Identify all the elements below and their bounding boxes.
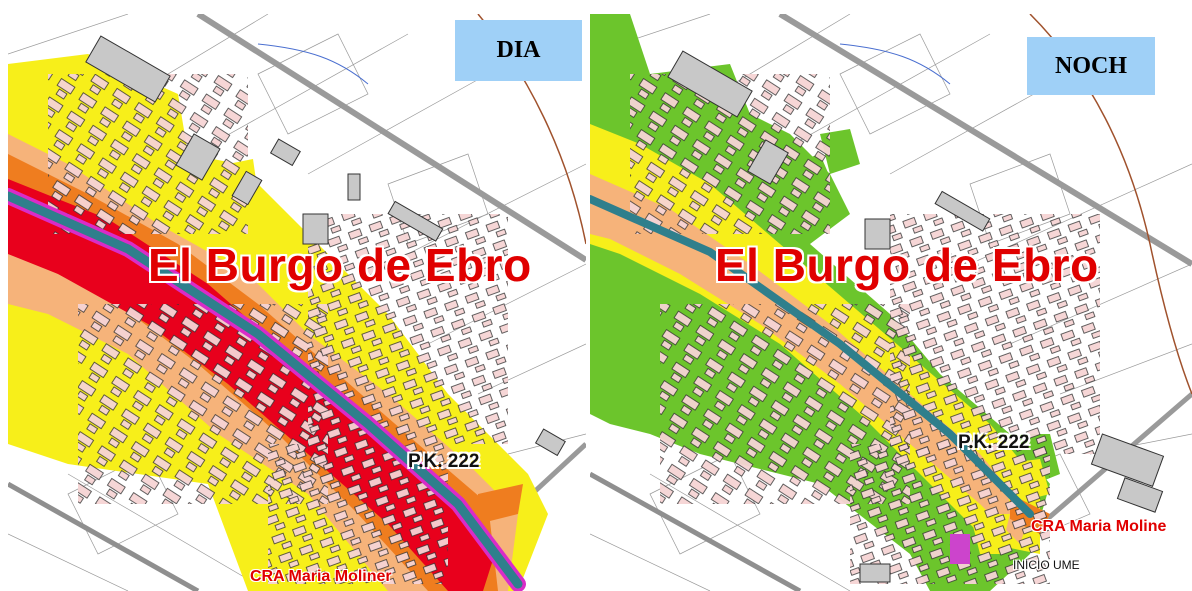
night-label: NOCH (1027, 37, 1155, 95)
town-label-day: El Burgo de Ebro (148, 239, 532, 291)
segment-start-label: INICIO UME (1013, 558, 1080, 572)
night-noise-map (590, 14, 1192, 591)
industrial-buildings-night (667, 50, 1165, 583)
km-marker-night: P.K. 222 (958, 432, 1030, 453)
main-road-night (590, 195, 1034, 518)
km-marker-day: P.K. 222 (408, 451, 480, 472)
day-noise-map (8, 14, 586, 591)
town-label-night: El Burgo de Ebro (715, 239, 1099, 291)
night-map-panel[interactable]: NOCH El Burgo de Ebro P.K. 222 CRA Maria… (590, 14, 1192, 591)
main-road-day (8, 188, 526, 591)
industrial-buildings (85, 35, 566, 457)
day-map-panel[interactable]: DIA El Burgo de Ebro P.K. 222 CRA Maria … (8, 14, 586, 591)
day-label: DIA (455, 20, 582, 81)
school-label-day: CRA Maria Moliner (250, 568, 392, 585)
school-label-night: CRA Maria Moline (1031, 518, 1167, 535)
